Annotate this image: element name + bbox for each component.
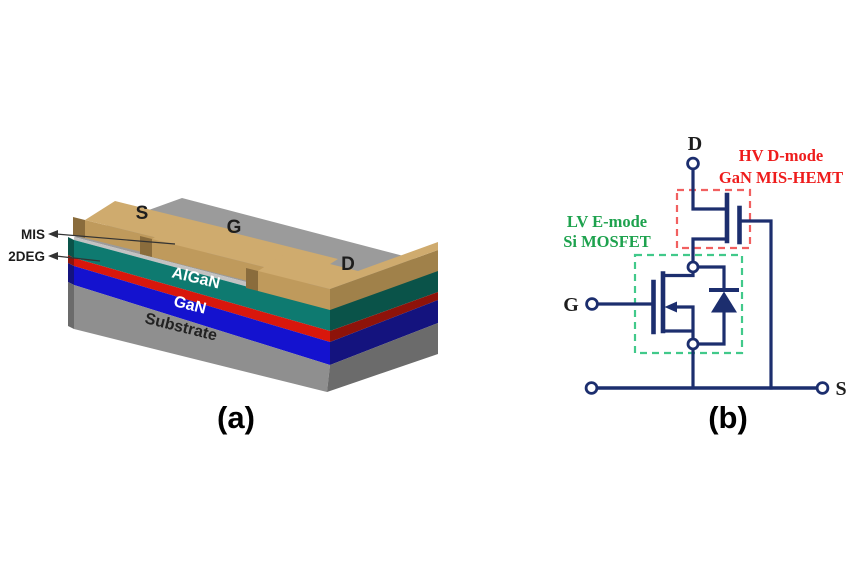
source-terminal-node xyxy=(815,381,830,395)
drain-electrode-label: D xyxy=(341,254,355,275)
circuit-wires xyxy=(595,167,819,390)
substrate-layer-right xyxy=(327,323,438,392)
hemt-annotation-line1: HV D-mode xyxy=(739,146,823,165)
drain-electrode-right-face xyxy=(330,250,438,310)
gate-electrode-label: G xyxy=(227,217,242,238)
gate-electrode-left-face xyxy=(140,236,152,257)
source-electrode-left-face xyxy=(73,217,85,238)
algan-layer-left xyxy=(68,237,74,258)
gan-layer-right xyxy=(330,300,438,365)
diode-triangle-icon xyxy=(711,291,737,313)
mis-leader-line xyxy=(55,233,176,245)
drain-terminal-node xyxy=(686,156,700,171)
substrate-layer-front xyxy=(74,285,330,392)
source-terminal-label: S xyxy=(835,378,846,400)
panel-a-device-structure: S G D AlGaN GaN Substrate MIS 2 xyxy=(8,198,438,435)
algan-layer-right xyxy=(330,270,438,331)
mosfet-drain-wire xyxy=(663,270,695,278)
mis-annotation-label: MIS xyxy=(21,227,45,242)
drain-electrode-left-face xyxy=(246,268,258,291)
mosfet-body-arrow-icon xyxy=(664,301,677,313)
gate-terminal-label: G xyxy=(563,294,579,316)
drain-electrode-top-face xyxy=(258,242,438,289)
drain-terminal-label: D xyxy=(688,133,702,155)
substrate-layer-left xyxy=(68,282,74,329)
2deg-layer-front xyxy=(74,258,330,342)
2deg-layer-right xyxy=(330,292,438,342)
panel-a-caption: (a) xyxy=(217,400,255,435)
cascode-lower-junction-node xyxy=(686,337,700,351)
mis-annotation: MIS xyxy=(21,227,176,245)
panel-b-cascode-circuit: D G S HV D-mode GaN MIS-HEMT LV E-mode S… xyxy=(563,133,846,435)
drain-electrode-front-face xyxy=(258,271,330,310)
hemt-annotation: HV D-mode GaN MIS-HEMT xyxy=(719,146,843,187)
hemt-dashed-box xyxy=(675,188,752,250)
drain-electrode: D xyxy=(246,242,438,310)
2deg-leader-arrowhead-icon xyxy=(48,252,58,260)
rail-left-terminal-node xyxy=(584,381,599,395)
2deg-annotation-label: 2DEG xyxy=(8,249,45,264)
2deg-annotation: 2DEG xyxy=(8,249,101,264)
source-electrode-label: S xyxy=(136,203,149,224)
diode-top-wire xyxy=(696,265,726,290)
gate-terminal-node xyxy=(585,297,599,311)
mosfet-annotation-line2: Si MOSFET xyxy=(563,232,651,251)
hemt-gate-wire xyxy=(739,219,773,390)
gan-layer-left xyxy=(68,263,74,285)
hemt-source-wire xyxy=(691,237,729,264)
cascode-upper-junction-node xyxy=(686,260,700,274)
mosfet-annotation-line1: LV E-mode xyxy=(567,212,647,231)
mosfet-source-body-wires xyxy=(661,305,695,341)
hemt-annotation-line2: GaN MIS-HEMT xyxy=(719,168,843,187)
hemt-drain-wire xyxy=(691,167,727,211)
diode-bottom-wire xyxy=(697,311,726,346)
mosfet-annotation: LV E-mode Si MOSFET xyxy=(563,212,651,251)
2deg-leader-line xyxy=(55,255,101,262)
panel-b-caption: (b) xyxy=(708,400,748,435)
algan-layer-front xyxy=(74,240,330,331)
gan-layer-front xyxy=(74,266,330,365)
mis-leader-arrowhead-icon xyxy=(48,230,58,238)
